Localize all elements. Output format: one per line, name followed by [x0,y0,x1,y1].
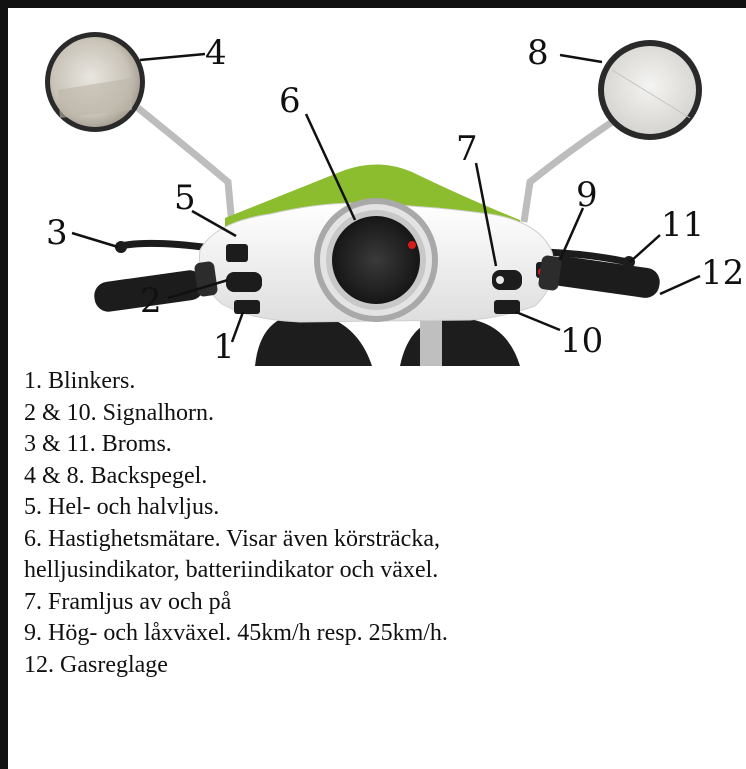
legend-item-backspegel: 4 & 8. Backspegel. [24,461,736,493]
legend-list: 1. Blinkers. 2 & 10. Signalhorn. 3 & 11.… [24,366,736,681]
callout-10: 10 [560,321,603,361]
light-switch-7-knob [496,276,504,284]
legend-item-blinkers: 1. Blinkers. [24,366,736,398]
callout-9: 9 [576,175,598,215]
legend-item-framljus: 7. Framljus av och på [24,587,736,619]
legend-item-gasreglage: 12. Gasreglage [24,650,736,682]
callout-11: 11 [661,205,704,245]
legend-item-ljus: 5. Hel- och halvljus. [24,492,736,524]
legend-item-broms: 3 & 11. Broms. [24,429,736,461]
scooter-handlebar-diagram: 4 8 6 7 5 9 11 3 12 2 1 10 [0,0,746,366]
legend-item-hastighetsmatare-cont: helljusindikator, batteriindikator och v… [24,555,736,587]
horn-switch-2 [226,272,262,292]
right-mirror [598,40,702,140]
callout-4: 4 [205,33,227,73]
callout-8: 8 [527,33,549,73]
legend-item-signalhorn: 2 & 10. Signalhorn. [24,398,736,430]
legend-item-hastighetsmatare: 6. Hastighetsmätare. Visar även körsträc… [24,524,736,556]
callout-7: 7 [456,129,478,169]
speedometer [314,198,438,322]
callout-12: 12 [701,253,744,293]
left-brake-lever [115,241,210,253]
blinker-switch-1 [234,300,260,314]
callout-5: 5 [174,178,196,218]
left-mirror [45,32,145,132]
right-grip [538,254,662,299]
callout-2: 2 [140,281,162,321]
headlight-switch-5 [226,244,248,262]
callout-1: 1 [213,327,235,366]
callout-6: 6 [279,81,301,121]
legend-item-vaxel: 9. Hög- och låxväxel. 45km/h resp. 25km/… [24,618,736,650]
callout-3: 3 [46,213,68,253]
